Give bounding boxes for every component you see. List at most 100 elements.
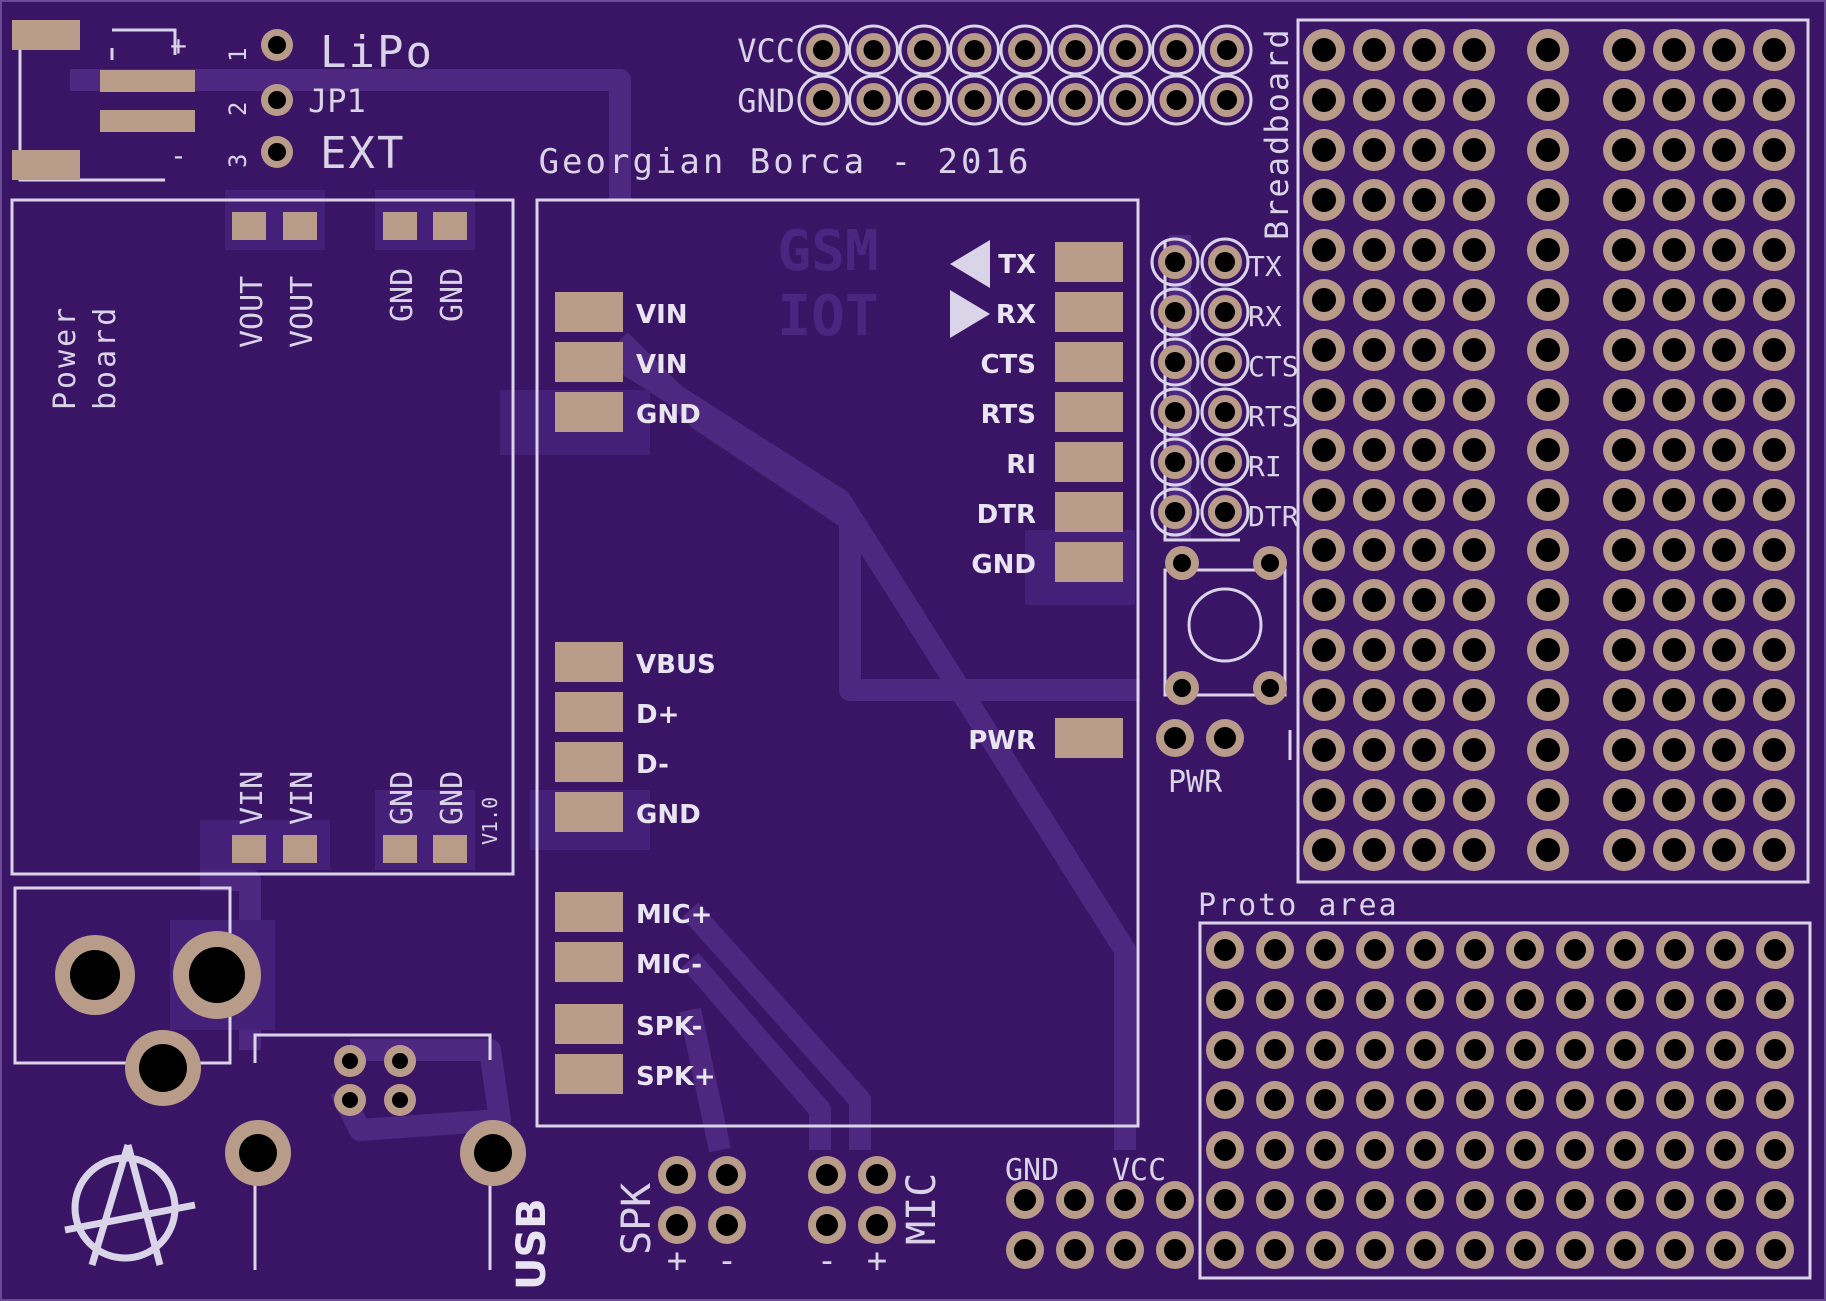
serial-header-hole-drill	[1215, 252, 1235, 272]
serial-header-hole-drill	[1165, 452, 1185, 472]
breadboard-hole-drill	[1612, 838, 1636, 862]
watermark-iot: IOT	[777, 284, 878, 349]
proto-hole-drill	[1414, 989, 1436, 1011]
gnd-vcc-header-hole-drill	[1114, 1189, 1136, 1211]
proto-hole-drill	[1664, 989, 1686, 1011]
breadboard-hole-drill	[1762, 338, 1786, 362]
breadboard-hole-drill	[1762, 488, 1786, 512]
gsm-pin-dplus: D+	[636, 700, 679, 730]
gnd-vcc-header-hole-drill	[1064, 1189, 1086, 1211]
proto-hole-drill	[1714, 1139, 1736, 1161]
header-ring	[1201, 74, 1253, 126]
breadboard-hole-drill	[1612, 688, 1636, 712]
usb-label: USB	[509, 1198, 555, 1290]
serial-header-hole-drill	[1215, 452, 1235, 472]
through-holes	[261, 24, 1795, 1269]
breadboard-hole-drill	[1612, 238, 1636, 262]
breadboard-hole-drill	[1362, 188, 1386, 212]
proto-hole-drill	[1514, 1189, 1536, 1211]
gnd-header-hole-drill	[1065, 90, 1086, 110]
header-rx-label: RX	[1248, 300, 1282, 333]
breadboard-hole-drill	[1612, 488, 1636, 512]
gsm-pin-ri: RI	[1006, 450, 1036, 480]
gnd-header-hole-drill	[964, 90, 985, 110]
header-ring	[1150, 237, 1200, 287]
breadboard-hole-drill	[1762, 538, 1786, 562]
header-ring	[1200, 237, 1250, 287]
header-ring	[898, 24, 950, 76]
proto-hole-drill	[1764, 1139, 1786, 1161]
power-board-title-2: board	[88, 305, 123, 410]
proto-hole-drill	[1664, 1089, 1686, 1111]
breadboard-hole-drill	[1612, 88, 1636, 112]
breadboard-hole-drill	[1312, 238, 1336, 262]
breadboard-hole-drill	[1762, 388, 1786, 412]
breadboard-hole-drill	[1462, 188, 1486, 212]
breadboard-hole-drill	[1362, 588, 1386, 612]
proto-hole-drill	[1464, 1239, 1486, 1261]
minus-sign: -	[170, 139, 187, 172]
header-tx-label: TX	[1248, 250, 1282, 283]
breadboard-hole-drill	[1612, 138, 1636, 162]
breadboard-hole-drill	[1612, 538, 1636, 562]
proto-hole-drill	[1514, 1239, 1536, 1261]
gnd-header-hole-drill	[1217, 90, 1237, 110]
bottom-gnd-label: GND	[1005, 1153, 1059, 1188]
breadboard-hole-drill	[1412, 188, 1436, 212]
breadboard-hole-drill	[1412, 788, 1436, 812]
proto-hole-drill	[1214, 939, 1236, 961]
pwr-header-hole-drill	[1164, 727, 1186, 749]
header-ring	[1201, 24, 1253, 76]
proto-hole-drill	[1214, 1189, 1236, 1211]
gsm-pin-dminus: D-	[636, 750, 669, 780]
breadboard-hole-drill	[1362, 438, 1386, 462]
breadboard-hole-drill	[1362, 238, 1386, 262]
breadboard-hole-drill	[1362, 38, 1386, 62]
audio-header-hole-drill	[716, 1214, 738, 1236]
proto-hole-drill	[1714, 1089, 1736, 1111]
gnd-vcc-header-hole-drill	[1064, 1239, 1086, 1261]
vcc-header-hole-drill	[1217, 40, 1237, 60]
header-ring	[1150, 437, 1200, 487]
breadboard-hole-drill	[1536, 288, 1560, 312]
breadboard-hole-drill	[1362, 688, 1386, 712]
header-ring	[1151, 74, 1202, 126]
breadboard-hole-drill	[1312, 288, 1336, 312]
proto-hole-drill	[1314, 1239, 1336, 1261]
gnd-vcc-header-hole-drill	[1014, 1189, 1036, 1211]
breadboard-hole-drill	[1662, 88, 1686, 112]
header-ring	[1200, 287, 1250, 337]
breadboard-hole-drill	[1712, 688, 1736, 712]
breadboard-hole-drill	[1362, 788, 1386, 812]
header-ring	[999, 74, 1051, 126]
proto-hole-drill	[1564, 1239, 1586, 1261]
proto-hole-drill	[1764, 1039, 1786, 1061]
watermark-gsm: GSM	[777, 219, 878, 284]
audio-header-hole-drill	[666, 1164, 688, 1186]
proto-hole-drill	[1464, 1139, 1486, 1161]
breadboard-hole-drill	[1762, 688, 1786, 712]
breadboard-hole-drill	[1312, 488, 1336, 512]
breadboard-hole-drill	[1762, 138, 1786, 162]
smd-pads	[12, 20, 1123, 1094]
lipo-label: LiPo	[320, 27, 434, 78]
breadboard-hole-drill	[1412, 388, 1436, 412]
breadboard-hole-drill	[1462, 88, 1486, 112]
breadboard-hole-drill	[1462, 488, 1486, 512]
proto-hole-drill	[1364, 1039, 1386, 1061]
breadboard-hole-drill	[1312, 88, 1336, 112]
breadboard-hole-drill	[1612, 38, 1636, 62]
header-ring	[1100, 74, 1152, 126]
breadboard-hole-drill	[1712, 238, 1736, 262]
proto-hole-drill	[1364, 1189, 1386, 1211]
silk-outlines	[10, 18, 1812, 1280]
breadboard-hole-drill	[1662, 688, 1686, 712]
proto-hole-drill	[1314, 1189, 1336, 1211]
proto-hole-drill	[1614, 1089, 1636, 1111]
breadboard-hole-drill	[1412, 688, 1436, 712]
header-cts-label: CTS	[1248, 350, 1299, 383]
breadboard-hole-drill	[1462, 438, 1486, 462]
ext-label: EXT	[320, 128, 405, 179]
proto-hole-drill	[1664, 1039, 1686, 1061]
pwr-button-hole-drill	[1261, 679, 1279, 697]
